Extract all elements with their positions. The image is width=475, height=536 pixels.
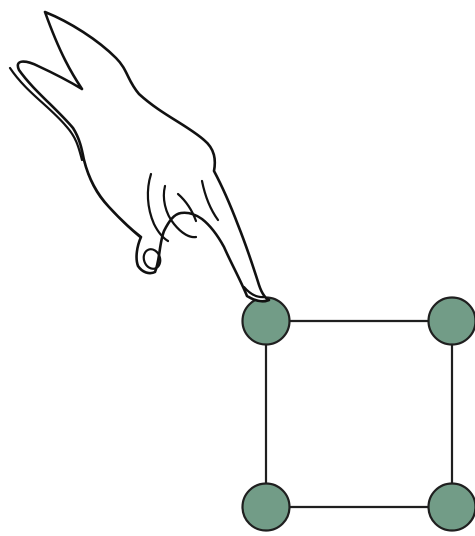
node-top-right[interactable] xyxy=(427,296,475,346)
node-top-left[interactable] xyxy=(241,296,291,346)
node-bottom-right[interactable] xyxy=(427,482,475,532)
thumbnail-detail xyxy=(142,248,162,270)
node-bottom-left[interactable] xyxy=(241,482,291,532)
graph-edges xyxy=(264,319,454,509)
pointing-hand-icon xyxy=(8,10,271,303)
graph-nodes xyxy=(241,296,475,532)
